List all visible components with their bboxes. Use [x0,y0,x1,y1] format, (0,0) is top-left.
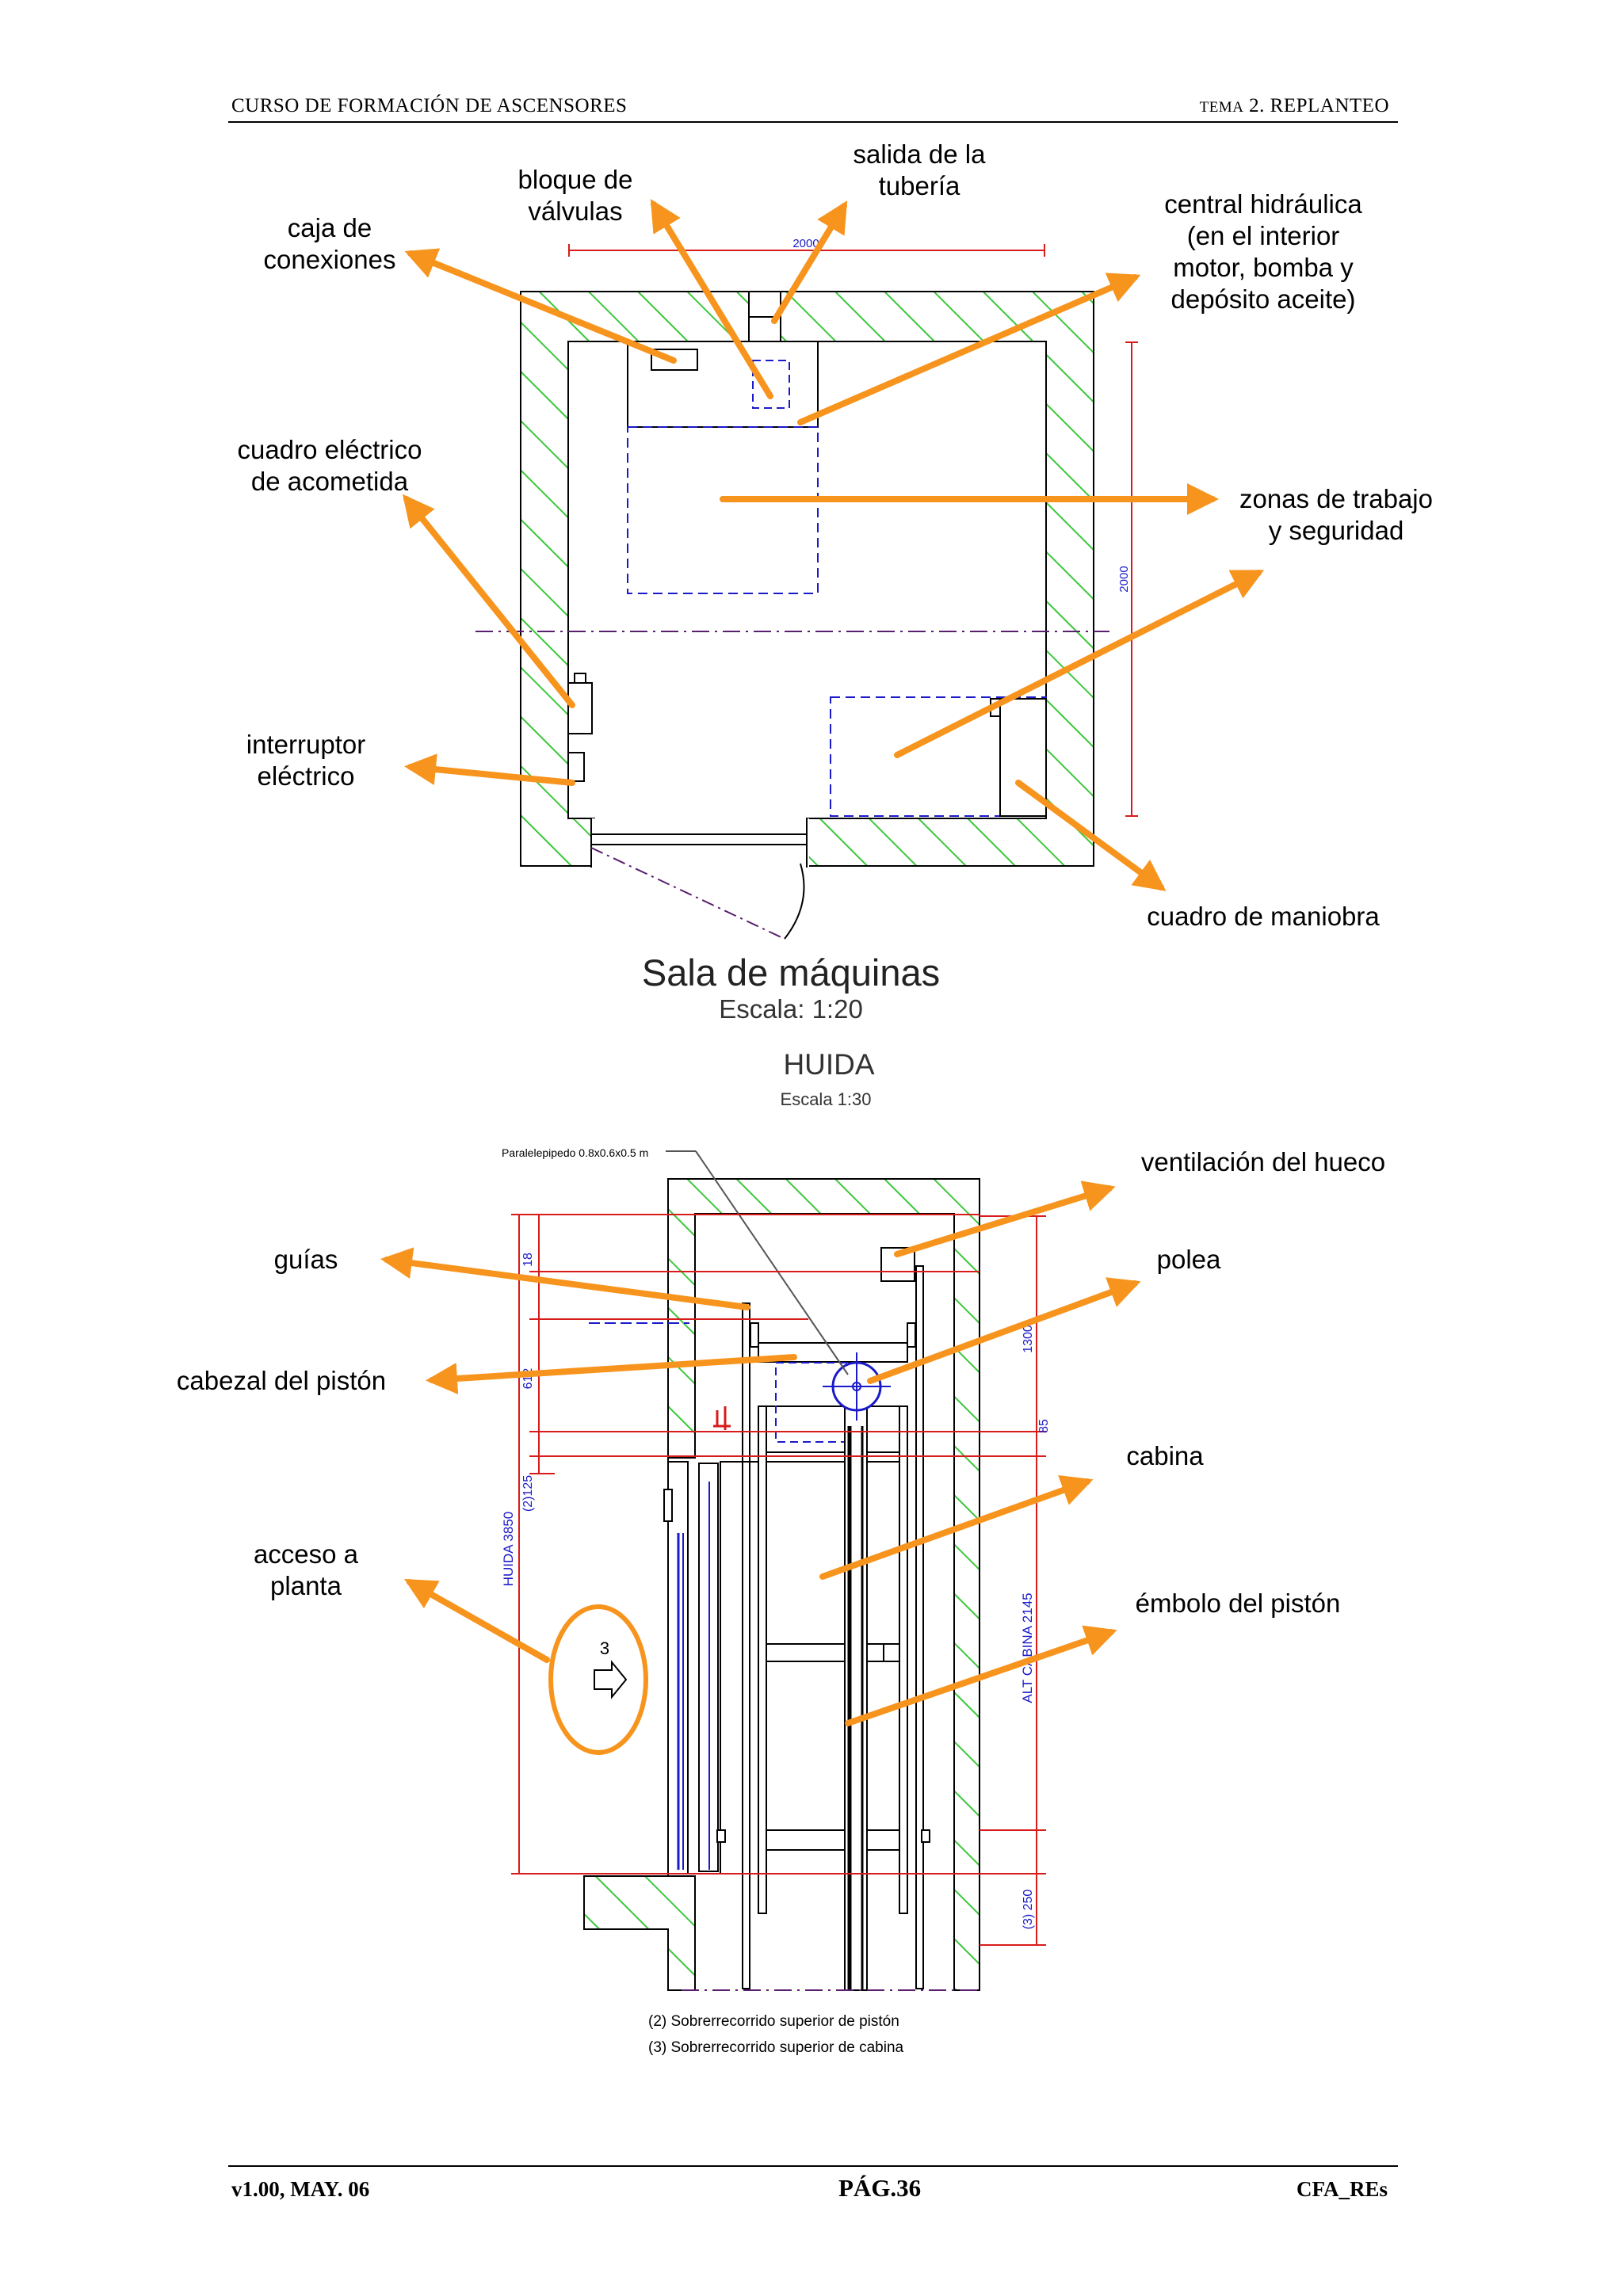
arrow-cuadro-acometida [402,494,575,708]
header-chapter-prefix: TEMA [1199,99,1244,116]
label-interruptor: interruptor eléctrico [246,730,366,791]
label-caja-conexiones: caja de conexiones [263,213,396,274]
arrow-zonas-2 [894,570,1265,758]
arrow-polea [867,1277,1141,1384]
arrow-cabezal [426,1354,797,1394]
floor-access-circle [548,1604,648,1755]
label-salida-tuberia: salida de la tubería [853,139,986,200]
dim-1300: 1300 [1022,1325,1035,1353]
valve-block [752,360,790,409]
footer-rule [228,2165,1398,2167]
machine-room-scale: Escala: 1:20 [719,994,863,1024]
paralelepipedo-label: Paralelepipedo 0.8x0.6x0.5 m [502,1146,648,1159]
arrow-cabina [819,1474,1094,1580]
dim-18: 18 [521,1253,535,1267]
dim-2125: (2)125 [521,1475,535,1512]
label-cuadro-maniobra: cuadro de maniobra [1147,902,1380,931]
door-opening [591,818,809,868]
electrical-switch [567,752,585,782]
label-guias: guías [273,1245,338,1274]
shaft-section: Paralelepipedo 0.8x0.6x0.5 m 18 612 (2)1… [501,1146,1051,2056]
arrow-interruptor [404,753,575,786]
label-acceso-planta: acceso a planta [253,1539,359,1600]
label-cabina: cabina [1126,1441,1204,1470]
arrow-bloque [650,199,773,399]
label-embolo: émbolo del pistón [1135,1589,1341,1618]
cabin-door [698,1463,719,1872]
dim-huida: HUIDA 3850 [501,1512,516,1587]
arrow-embolo [845,1625,1117,1726]
note-sobrerrecorrido-piston: (2) Sobrerrecorrido superior de pistón [648,2013,899,2030]
paralelepipedo-leader [695,1150,849,1375]
note-sobrerrecorrido-cabina: (3) Sobrerrecorrido superior de cabina [648,2039,904,2056]
dim-250: (3) 250 [1022,1890,1035,1930]
guide-rail-right [915,1265,924,1989]
header-rule [228,121,1398,123]
floor-number: 3 [600,1638,609,1658]
shaft-title: HUIDA [783,1048,875,1081]
label-zonas-trabajo: zonas de trabajo y seguridad [1239,484,1434,545]
paralelepipedo-box [775,1362,862,1443]
dim-85: 85 [1037,1419,1051,1433]
header-chapter: TEMA 2. REPLANTEO [1200,95,1389,117]
shaft-scale: Escala 1:30 [780,1089,872,1109]
dimension-depth-text: 2000 [1117,566,1131,592]
machine-room-title: Sala de máquinas [641,952,941,994]
cabin-mid-frame [766,1643,900,1662]
footer-page: PÁG.36 [838,2174,922,2202]
arrow-caja [404,248,677,364]
door-swing-line [590,847,785,940]
footer-code: CFA_REs [1296,2177,1388,2201]
footer-version: v1.00, MAY. 06 [231,2177,370,2201]
arrow-central [797,273,1141,425]
machine-room-plan: 2000 2000 [475,237,1138,940]
label-cuadro-acometida: cuadro eléctrico de acometida [237,435,422,496]
arrow-salida [771,200,848,324]
label-bloque-valvulas: bloque de válvulas [517,165,633,226]
shaft-dims-right [980,1215,1046,1946]
guide-rail-left [742,1302,750,1989]
cabin-top [758,1405,908,1453]
work-zone-upper [627,426,819,594]
label-ventilacion: ventilación del hueco [1140,1147,1386,1177]
label-polea: polea [1156,1245,1221,1274]
callout-arrows [380,199,1265,1726]
arrow-acceso [404,1579,550,1663]
label-cabezal: cabezal del pistón [176,1366,387,1395]
dim-alt-cabina: ALT CABINA 2145 [1020,1592,1035,1703]
arrow-ventilacion [894,1180,1116,1257]
shaft-wall-left-lower [583,1875,696,1991]
arrow-maniobra [1015,780,1167,891]
door-swing-arc [784,863,805,940]
main-electrical-panel [567,682,593,734]
dimension-width-text: 2000 [792,237,819,250]
shaft-dims-left [511,1214,1046,1875]
arrow-guias [380,1247,750,1310]
label-central-hidraulica: central hidráulica (en el interior motor… [1164,189,1362,314]
floor-access-arrow-icon [594,1660,628,1699]
header-chapter-name: 2. REPLANTEO [1243,95,1389,116]
cabin-bottom-frame [766,1829,900,1851]
header-title: CURSO DE FORMACIÓN DE ASCENSORES [231,95,628,116]
